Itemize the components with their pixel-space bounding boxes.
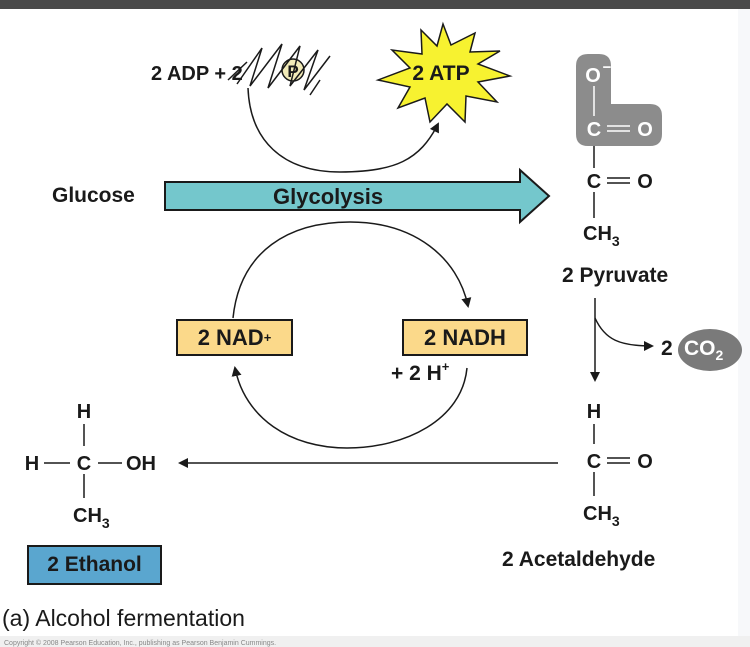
acetaldehyde-label: 2 Acetaldehyde [502,548,656,571]
co2-bubble [678,329,742,371]
pyruvate-label: 2 Pyruvate [562,264,669,287]
ethanol-methyl: CH3 [73,505,110,531]
pyruvate-methyl-sub: 3 [612,233,620,249]
co2-text: CO [684,337,716,360]
nadh-to-nad-arc [231,366,468,449]
carboxyl-oxygen: O [585,65,601,87]
carboxyl-minus: − [603,59,612,76]
ethanol-top-hydrogen: H [77,401,91,423]
hydrogen-ions-label: + 2 H+ [391,359,450,386]
co2-formula: CO2 [684,337,724,363]
pyruvate-methyl: CH3 [583,223,620,249]
carboxyl-double-oxygen: O [637,119,653,141]
atp-arc [247,87,439,173]
right-edge-strip [738,9,750,647]
bottom-edge-strip [0,636,750,647]
scribble-mark [227,43,331,96]
glucose-label: Glucose [52,184,135,207]
ethanol-methyl-ch: CH [73,505,102,527]
atp-burst [375,21,513,124]
pyruvate-oxygen: O [637,171,653,193]
nad-to-nadh-arc [232,221,472,319]
nad-plus-text: 2 NAD [197,324,264,350]
pyruvate-carbon: C [587,171,601,193]
atp-label: 2 ATP [412,62,469,85]
glycolysis-arrow [164,167,551,225]
pyruvate-methyl-ch: CH [583,223,612,245]
ethanol-box: 2 Ethanol [27,545,162,585]
carboxyl-highlight [576,54,662,146]
adp-label: 2 ADP + 2 [151,63,243,85]
nadh-box: 2 NADH [402,319,528,356]
ethanol-methyl-sub: 3 [102,515,110,531]
glycolysis-label: Glycolysis [273,184,384,209]
co2-coefficient: 2 [661,337,673,360]
figure-caption: (a) Alcohol fermentation [2,605,245,631]
acetaldehyde-methyl: CH3 [583,503,620,529]
top-bar [0,0,750,9]
acetaldehyde-oxygen: O [637,451,653,473]
acetaldehyde-methyl-ch: CH [583,503,612,525]
acetaldehyde-hydrogen: H [587,401,601,423]
co2-release-arrow [594,317,654,351]
co2-subscript: 2 [715,347,724,363]
hydrogen-ions-text: + 2 H [391,362,442,385]
ethanol-hydroxyl: OH [126,453,156,475]
acetaldehyde-carbon: C [587,451,601,473]
copyright-notice: Copyright © 2008 Pearson Education, Inc.… [4,640,277,647]
hydrogen-ions-charge: + [441,359,450,374]
nad-plus-box: 2 NAD+ [176,319,293,356]
ethanol-carbon: C [77,453,91,475]
ethanol-left-hydrogen: H [25,453,39,475]
carboxyl-carbon: C [587,119,601,141]
acetaldehyde-methyl-sub: 3 [612,513,620,529]
